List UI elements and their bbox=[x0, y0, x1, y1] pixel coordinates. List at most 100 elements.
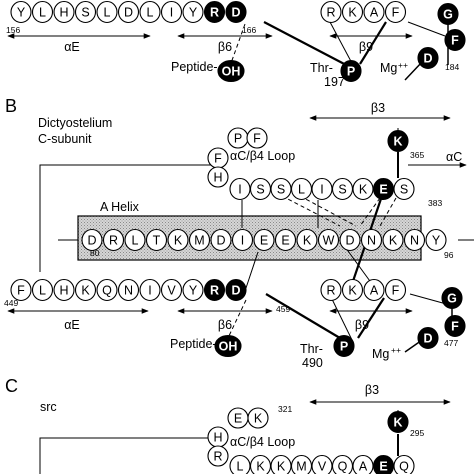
b-g-residue-letter: G bbox=[447, 292, 457, 306]
top-residue-4: L bbox=[96, 0, 118, 24]
c-bottom-residue-1-letter: K bbox=[256, 460, 265, 474]
b-helix-residue-6: D bbox=[210, 228, 232, 252]
top-oh-residue: OH bbox=[217, 59, 245, 83]
top-residue-1: L bbox=[31, 0, 54, 24]
num-365: 365 bbox=[410, 150, 424, 160]
c-bottom-residue-8-circle bbox=[393, 454, 415, 474]
c-bottom-residue-6-letter: A bbox=[359, 460, 368, 474]
top-p-residue: P bbox=[340, 59, 362, 83]
c-bottom-residue-4-letter: V bbox=[318, 460, 327, 474]
b-p-residue-letter: P bbox=[234, 132, 242, 146]
b-bottom-residue-6-letter: I bbox=[148, 284, 151, 298]
b-loop-residue-2-letter: S bbox=[277, 183, 285, 197]
num-start: 156 bbox=[6, 25, 20, 35]
c-bottom-residue-1: K bbox=[249, 454, 272, 474]
b-bottom-residue-7-circle bbox=[160, 278, 183, 302]
panel-b-title-2: C-subunit bbox=[38, 132, 92, 146]
top-residue-9: R bbox=[203, 0, 226, 24]
b-bottom-right-residue-2: A bbox=[363, 278, 385, 302]
link-d-p bbox=[263, 21, 351, 68]
b-loop-residue-6-letter: K bbox=[359, 183, 368, 197]
top-g-residue-circle bbox=[437, 2, 459, 26]
num-80: 80 bbox=[90, 248, 100, 258]
panel-b-bracket bbox=[39, 164, 212, 272]
beta6-label-b: β6 bbox=[218, 318, 232, 332]
c-ek-residue-1-letter: K bbox=[254, 412, 263, 426]
b-helix-residue-4: K bbox=[167, 228, 189, 252]
b-bottom-residue-4: Q bbox=[96, 278, 118, 302]
b-loop-residue-7: E bbox=[372, 177, 395, 201]
top-g-residue-letter: G bbox=[443, 8, 453, 22]
top-d-residue-circle bbox=[417, 46, 439, 70]
b-helix-residue-1-letter: R bbox=[109, 234, 118, 248]
b-loop-residue-5: S bbox=[331, 177, 354, 201]
num-96: 96 bbox=[444, 250, 454, 260]
b-bottom-residue-4-circle bbox=[96, 278, 118, 302]
b-bottom-residue-5: N bbox=[117, 278, 140, 302]
c-k-residue-letter: K bbox=[393, 416, 402, 430]
thr-label-b: Thr- bbox=[300, 342, 323, 356]
thr-number-b: 490 bbox=[302, 356, 323, 370]
b-bottom-right-residue-3: F bbox=[384, 278, 407, 302]
c-bottom-residue-3: M bbox=[290, 454, 313, 474]
top-residue-0-letter: Y bbox=[17, 6, 26, 20]
b-helix-residue-2-letter: L bbox=[132, 234, 139, 248]
top-residue-0-circle bbox=[10, 0, 32, 24]
b-helix-residue-5: M bbox=[188, 228, 211, 252]
b-helix-residue-4-letter: K bbox=[174, 234, 183, 248]
b-loop-residue-6: K bbox=[352, 177, 374, 201]
b-helix-residue-16: Y bbox=[425, 228, 447, 252]
b-bottom-residue-2: H bbox=[53, 278, 75, 302]
b-p-residue-2: P bbox=[333, 334, 355, 358]
b-g-residue-circle bbox=[441, 286, 463, 310]
link-r-p-b bbox=[329, 294, 353, 341]
top-residue-6-circle bbox=[139, 0, 161, 24]
top-residue-8-circle bbox=[182, 0, 204, 24]
top-p-residue-circle bbox=[340, 59, 362, 83]
top-right-residue-2: A bbox=[363, 0, 385, 24]
b-bottom-residue-7: V bbox=[160, 278, 183, 302]
b-g-residue: G bbox=[441, 286, 463, 310]
c-ek-residue-0-letter: E bbox=[234, 412, 242, 426]
b-loop-residue-3: L bbox=[290, 177, 313, 201]
b-helix-residue-9-letter: E bbox=[281, 234, 289, 248]
c-h-residue-letter: H bbox=[213, 431, 222, 445]
top-right-residue-1-circle bbox=[341, 0, 364, 24]
b-helix-residue-10-letter: K bbox=[303, 234, 312, 248]
top-right-residue-0-circle bbox=[320, 0, 342, 24]
top-residue-10-letter: D bbox=[231, 6, 240, 20]
b-h-left-residue-circle bbox=[207, 166, 229, 188]
beta9-label-b: β9 bbox=[355, 318, 369, 332]
panel-b: B Dictyostelium C-subunit β3 αC 395 365 … bbox=[4, 96, 474, 370]
panel-c-letter: C bbox=[5, 376, 18, 396]
c-r-residue-letter: R bbox=[213, 450, 222, 464]
b-loop-residue-8-letter: S bbox=[400, 183, 408, 197]
b-helix-residue-0: D bbox=[81, 228, 103, 252]
top-residue-2-circle bbox=[53, 0, 75, 24]
b-bottom-right-residue-2-circle bbox=[363, 278, 385, 302]
top-g-residue: G bbox=[437, 2, 459, 26]
hbond-r-oh-b bbox=[227, 299, 247, 339]
b-helix-residue-8: E bbox=[253, 228, 275, 252]
b-helix-residue-13-circle bbox=[360, 228, 383, 252]
num-184: 184 bbox=[445, 62, 459, 72]
b-helix-residue-10: K bbox=[296, 228, 318, 252]
b-oh-residue-letter: OH bbox=[219, 340, 238, 354]
top-f-residue-circle bbox=[444, 28, 466, 52]
b-bottom-residue-2-circle bbox=[53, 278, 75, 302]
c-bottom-residue-7: E bbox=[372, 454, 395, 474]
b-helix-residue-7-letter: I bbox=[241, 234, 244, 248]
b-bottom-residue-9-letter: R bbox=[210, 284, 219, 298]
a-helix-label: A Helix bbox=[100, 200, 140, 214]
b-helix-residue-8-letter: E bbox=[260, 234, 268, 248]
top-residue-6-letter: L bbox=[147, 6, 154, 20]
b-helix-residue-12-letter: D bbox=[345, 234, 354, 248]
mg-charge: ++ bbox=[398, 60, 408, 70]
top-right-residue-2-circle bbox=[363, 0, 385, 24]
b-bottom-residue-8-circle bbox=[182, 278, 204, 302]
c-ek-residue-1: K bbox=[247, 407, 269, 429]
link-k-p bbox=[359, 21, 387, 65]
